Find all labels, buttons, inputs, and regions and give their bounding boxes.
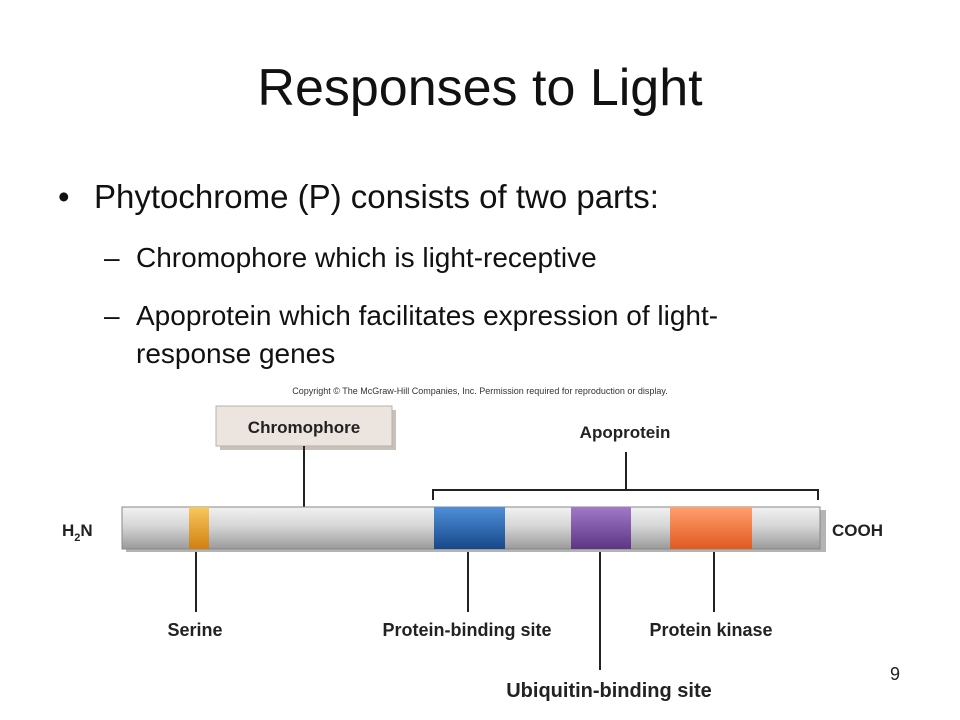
chromophore-label: Chromophore [248,418,360,437]
n-terminus-h: H [62,521,74,540]
dash-marker: – [104,242,120,273]
bullet-dot: • [58,178,70,215]
slide-title: Responses to Light [257,59,703,117]
apoprotein-bracket [432,489,819,500]
n-terminus-label: H2N [62,521,93,544]
dash-marker: – [104,300,120,331]
main-bullet-text: Phytochrome (P) consists of two parts: [94,178,659,215]
sub-bullet-text: Apoprotein which facilitates expression … [136,300,719,331]
main-bullet: • Phytochrome (P) consists of two parts: [58,178,659,216]
sub-bullet-text: Chromophore which is light-receptive [136,242,597,273]
page-number: 9 [890,664,901,684]
protein-kinase-label: Protein kinase [649,620,772,640]
n-terminus-n: N [80,521,92,540]
ubiquitin-binding-domain [571,507,631,549]
serine-label: Serine [167,620,222,640]
copyright-notice: Copyright © The McGraw-Hill Companies, I… [292,386,668,396]
protein-binding-domain [434,507,505,549]
protein-binding-site-label: Protein-binding site [383,620,552,640]
n-terminus-subscript: 2 [74,532,80,544]
sub-bullet-chromophore: –Chromophore which is light-receptive [104,239,597,277]
sub-bullet-apoprotein: –Apoprotein which facilitates expression… [104,297,718,373]
c-terminus-label: COOH [832,521,883,540]
apoprotein-label: Apoprotein [580,423,671,442]
serine-domain [189,507,209,549]
protein-kinase-domain [670,507,752,549]
sub-bullet-continuation: response genes [136,338,336,369]
ubiquitin-binding-site-label: Ubiquitin-binding site [506,680,712,702]
